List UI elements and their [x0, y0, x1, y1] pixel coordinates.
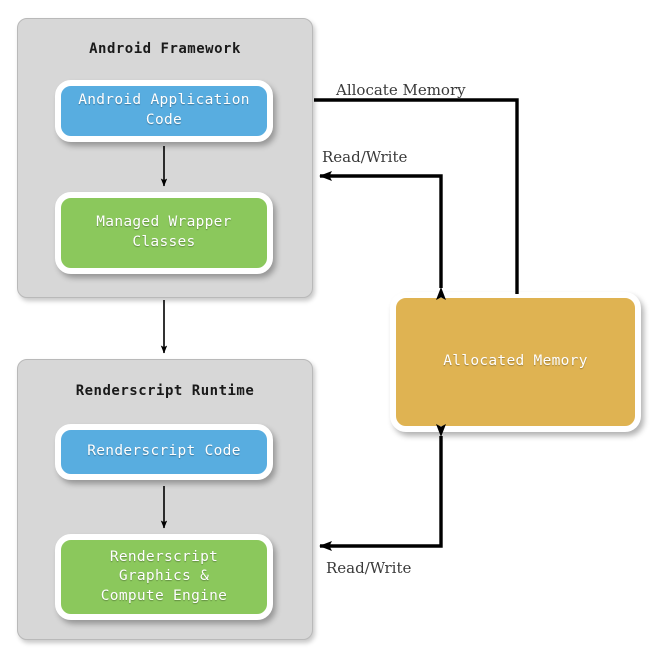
node-allocated-memory: Allocated Memory — [390, 292, 641, 432]
node-managed-wrapper-classes: Managed Wrapper Classes — [55, 192, 273, 274]
edge-label-allocate-memory: Allocate Memory — [336, 81, 466, 99]
edge-read-write-bottom — [319, 424, 446, 551]
edge-read-write-top — [319, 171, 446, 300]
panel-title-android-framework: Android Framework — [89, 41, 241, 57]
node-renderscript-graphics-compute-engine: Renderscript Graphics & Compute Engine — [55, 534, 273, 620]
panel-title-renderscript-runtime: Renderscript Runtime — [75, 383, 255, 399]
edge-label-read-write-bottom: Read/Write — [326, 559, 412, 577]
node-renderscript-code: Renderscript Code — [55, 424, 273, 480]
edge-allocate-memory — [314, 98, 519, 294]
edge-label-read-write-top: Read/Write — [322, 148, 408, 166]
node-android-application-code: Android Application Code — [55, 80, 273, 142]
